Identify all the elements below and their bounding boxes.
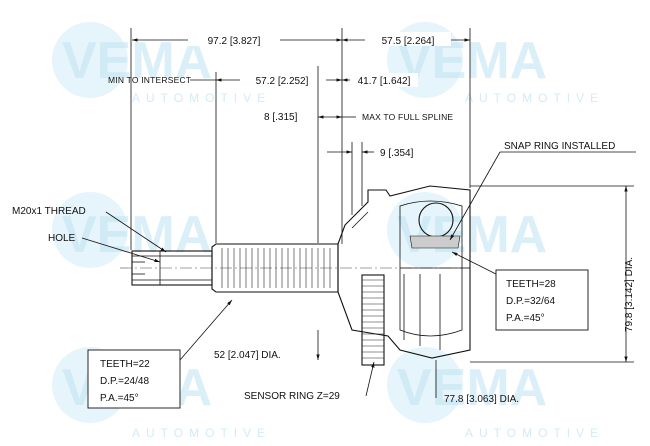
label-sensor-ring: SENSOR RING Z=29 xyxy=(244,361,375,402)
watermark-middle-left: VEMA xyxy=(52,192,212,268)
svg-text:57.5 [2.264]: 57.5 [2.264] xyxy=(382,36,435,47)
svg-text:8 [.315]: 8 [.315] xyxy=(264,112,298,123)
svg-text:52 [2.047] DIA.: 52 [2.047] DIA. xyxy=(214,350,281,361)
svg-text:AUTOMOTIVE: AUTOMOTIVE xyxy=(132,91,271,105)
svg-text:P.A.=45°: P.A.=45° xyxy=(100,393,139,404)
svg-text:TEETH=28: TEETH=28 xyxy=(506,279,556,290)
dim-snap-offset: 9 [.354] xyxy=(327,142,414,215)
dim-spline-length: 41.7 [1.642] xyxy=(317,66,418,243)
svg-text:VEMA: VEMA xyxy=(397,206,547,264)
label-snap-ring: SNAP RING INSTALLED xyxy=(449,141,636,241)
svg-text:41.7 [1.642]: 41.7 [1.642] xyxy=(358,76,411,87)
dim-overall-right: 57.5 [2.264] xyxy=(341,28,471,244)
svg-text:97.2 [3.827]: 97.2 [3.827] xyxy=(208,36,261,47)
svg-text:TEETH=22: TEETH=22 xyxy=(100,359,150,370)
threaded-stub xyxy=(131,250,213,286)
svg-text:AUTOMOTIVE: AUTOMOTIVE xyxy=(132,426,271,440)
watermark-top-right: VEMA AUTOMOTIVE xyxy=(387,22,604,105)
dim-outer-diameter: 79.8 [3.142] DIA. xyxy=(470,185,635,363)
svg-text:VEMA: VEMA xyxy=(397,359,547,417)
svg-text:AUTOMOTIVE: AUTOMOTIVE xyxy=(465,91,604,105)
svg-text:57.2 [2.252]: 57.2 [2.252] xyxy=(256,76,309,87)
svg-text:MAX TO FULL SPLINE: MAX TO FULL SPLINE xyxy=(362,112,453,122)
dim-small-offset: 8 [.315] MAX TO FULL SPLINE xyxy=(264,112,453,123)
spec-box-left: TEETH=22 D.P.=24/48 P.A.=45° xyxy=(87,299,233,409)
dim-housing-diameter: 77.8 [3.063] DIA. xyxy=(435,360,519,405)
bell-housing xyxy=(337,185,471,359)
dim-overall-left: 97.2 [3.827] xyxy=(130,28,342,250)
dim-shaft-diameter: 52 [2.047] DIA. xyxy=(214,330,320,361)
svg-text:9 [.354]: 9 [.354] xyxy=(380,148,414,159)
svg-text:AUTOMOTIVE: AUTOMOTIVE xyxy=(465,426,604,440)
svg-text:79.8 [3.142] DIA.: 79.8 [3.142] DIA. xyxy=(624,257,635,332)
svg-text:VEMA: VEMA xyxy=(62,206,212,264)
svg-text:P.A.=45°: P.A.=45° xyxy=(506,313,545,324)
sensor-ring xyxy=(361,274,385,366)
svg-text:SENSOR RING Z=29: SENSOR RING Z=29 xyxy=(244,391,340,402)
dim-min-intersect: MIN TO INTERSECT 57.2 [2.252] xyxy=(108,72,342,243)
watermark-top-left: VEMA AUTOMOTIVE xyxy=(52,22,271,105)
watermark-bottom-right: VEMA AUTOMOTIVE xyxy=(387,347,604,440)
svg-text:D.P.=24/48: D.P.=24/48 xyxy=(100,376,149,387)
watermark-middle-right: VEMA xyxy=(387,192,547,268)
svg-text:SNAP RING INSTALLED: SNAP RING INSTALLED xyxy=(504,141,615,152)
svg-text:77.8 [3.063] DIA.: 77.8 [3.063] DIA. xyxy=(444,394,519,405)
label-thread: M20x1 THREAD xyxy=(12,206,167,253)
spec-box-right: TEETH=28 D.P.=32/64 P.A.=45° xyxy=(451,251,589,331)
svg-text:M20x1 THREAD: M20x1 THREAD xyxy=(12,206,86,217)
svg-text:MIN TO INTERSECT: MIN TO INTERSECT xyxy=(108,75,191,85)
svg-text:HOLE: HOLE xyxy=(48,233,76,244)
label-hole: HOLE xyxy=(48,233,161,263)
svg-text:D.P.=32/64: D.P.=32/64 xyxy=(506,296,555,307)
